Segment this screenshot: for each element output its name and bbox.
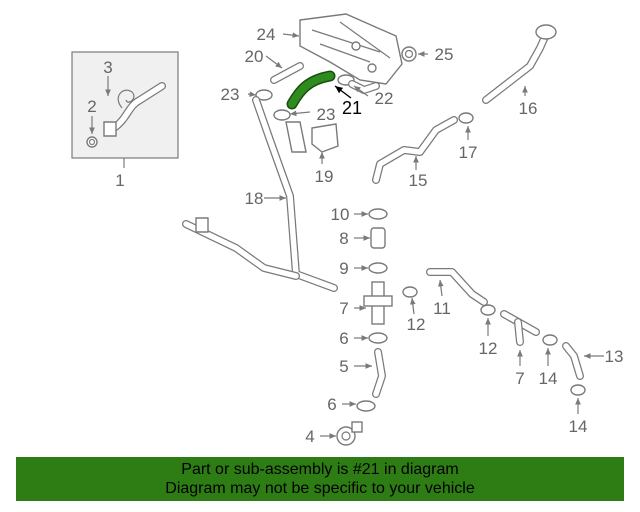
label-part-2: 2: [87, 97, 96, 116]
hose-part-11: [426, 268, 488, 306]
pipe-part-15: [372, 116, 458, 184]
pipe-part-18: [182, 96, 338, 292]
bracket-part-19: [311, 123, 339, 153]
label-part-16: 16: [519, 99, 538, 118]
label-part-1: 1: [115, 171, 124, 190]
info-banner: Part or sub-assembly is #21 in diagram D…: [16, 457, 624, 501]
clamp-part-6-lower: [356, 400, 376, 412]
label-part-23-upper: 23: [221, 85, 240, 104]
clamp-part-23-lower: [273, 109, 291, 121]
label-part-11: 11: [433, 299, 451, 318]
clamp-part-9: [368, 262, 388, 274]
label-part-12-lower: 12: [479, 339, 498, 358]
label-part-25: 25: [435, 45, 454, 64]
bracket-part-24: [299, 13, 403, 85]
banner-line-1: Part or sub-assembly is #21 in diagram: [181, 461, 459, 478]
label-part-14-upper: 14: [539, 369, 558, 388]
label-part-17: 17: [459, 143, 478, 162]
label-part-21: 21: [342, 98, 362, 118]
clamp-part-12-upper: [402, 286, 418, 298]
label-part-19: 19: [315, 167, 334, 186]
label-part-24: 24: [257, 25, 276, 44]
label-part-6-lower: 6: [327, 395, 336, 414]
clamp-part-14-upper: [542, 334, 558, 346]
hose-part-16: [482, 24, 557, 104]
label-part-8: 8: [339, 229, 348, 248]
sleeve-part-8: [370, 227, 386, 249]
label-part-22: 22: [375, 89, 394, 108]
label-part-6-upper: 6: [339, 329, 348, 348]
label-part-10: 10: [331, 205, 350, 224]
label-part-18: 18: [245, 189, 264, 208]
clamp-part-12-lower: [480, 304, 496, 316]
label-part-9: 9: [339, 259, 348, 278]
label-part-13: 13: [605, 347, 624, 366]
label-part-12-upper: 12: [407, 315, 426, 334]
ring-part-25: [401, 46, 417, 62]
clamp-part-17: [458, 112, 474, 124]
label-part-15: 15: [409, 171, 428, 190]
clamp-part-10: [368, 208, 388, 220]
label-part-5: 5: [339, 357, 348, 376]
leader-lines: [89, 32, 604, 439]
label-part-4: 4: [305, 427, 314, 446]
label-part-20: 20: [245, 47, 264, 66]
connector-part-7-right: [500, 310, 540, 346]
label-part-7-right: 7: [515, 369, 524, 388]
connector-part-7-center: [363, 281, 393, 325]
label-part-23-lower: 23: [317, 105, 336, 124]
clamp-part-14-lower: [570, 384, 586, 396]
label-part-3: 3: [103, 58, 112, 77]
label-part-7-center: 7: [339, 299, 348, 318]
banner-line-2: Diagram may not be specific to your vehi…: [165, 480, 475, 497]
inset-box-part-1: [71, 51, 179, 168]
fitting-part-4: [336, 421, 363, 446]
label-part-14-lower: 14: [569, 417, 588, 436]
clamp-part-6-upper: [368, 332, 388, 344]
